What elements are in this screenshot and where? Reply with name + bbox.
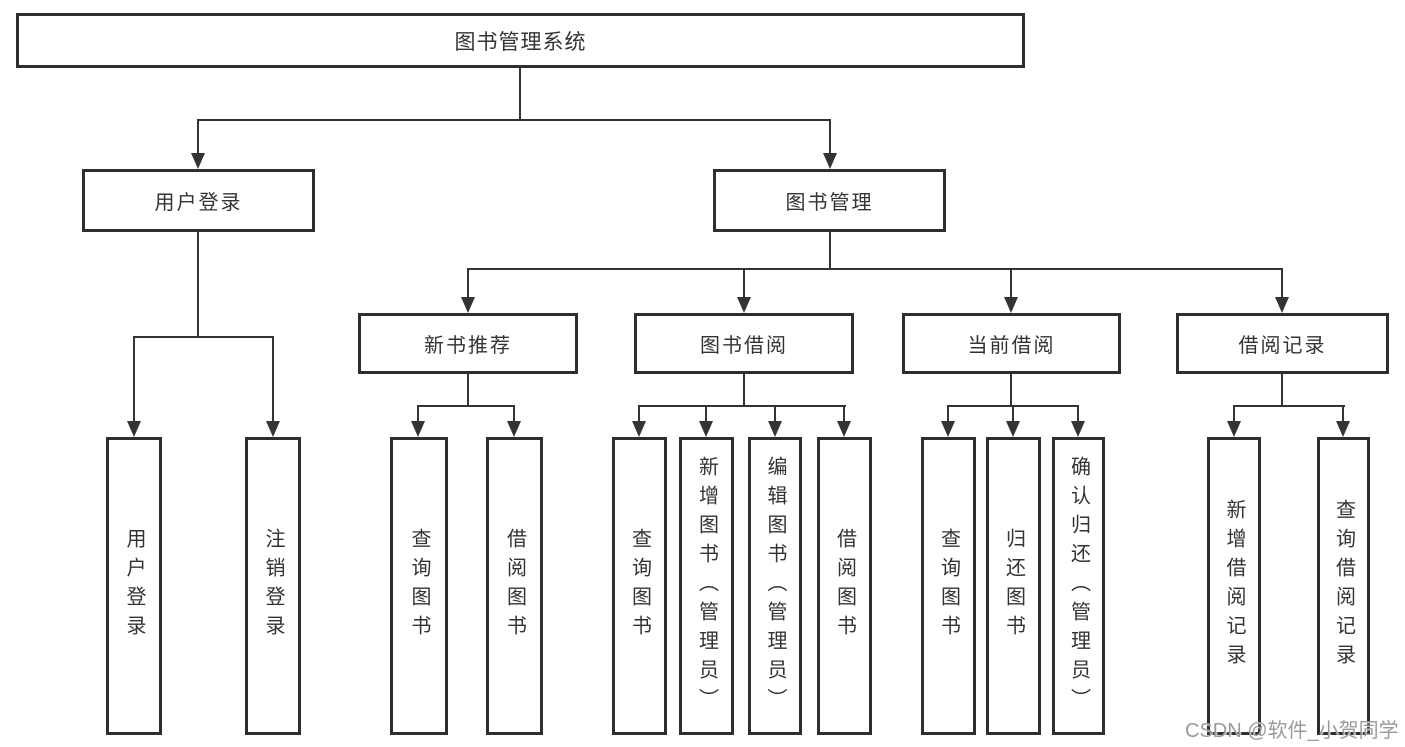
arrow-down-icon — [411, 421, 425, 437]
arrow-down-icon — [941, 421, 955, 437]
connector-vline — [843, 405, 845, 423]
leaf-label: 归还图书 — [1002, 528, 1025, 644]
node-new-book-recommendation: 新书推荐 — [358, 313, 578, 374]
connector-vline — [1012, 405, 1014, 423]
arrow-down-icon — [191, 153, 205, 169]
connector-hline — [638, 405, 846, 407]
connector-vline — [1281, 374, 1283, 407]
leaf-label: 注销登录 — [262, 528, 284, 644]
connector-vline — [947, 405, 949, 423]
arrow-down-icon — [1006, 421, 1020, 437]
leaf-label: 查询图书 — [408, 528, 430, 644]
arrow-down-icon — [1336, 421, 1350, 437]
connector-vline — [1342, 405, 1344, 423]
node-label: 图书管理系统 — [454, 30, 587, 54]
connector-vline — [197, 231, 199, 337]
connector-hline — [467, 268, 1283, 270]
csdn-watermark: CSDN @软件_小贺同学 — [1185, 720, 1399, 742]
leaf-return-books: 归还图书 — [986, 437, 1041, 735]
leaf-label: 查询图书 — [628, 528, 651, 644]
node-user-login: 用户登录 — [82, 169, 315, 232]
node-label: 借阅记录 — [1238, 335, 1327, 357]
connector-hline — [133, 336, 274, 338]
arrow-down-icon — [699, 421, 713, 437]
leaf-label: 编辑图书（管理员） — [764, 455, 786, 717]
connector-vline — [197, 119, 199, 155]
node-label: 图书借阅 — [700, 335, 788, 357]
connector-vline — [1233, 405, 1235, 423]
leaf-label: 借阅图书 — [503, 528, 526, 644]
node-label: 图书管理 — [785, 192, 874, 214]
arrow-down-icon — [1227, 421, 1241, 437]
node-borrowing-records: 借阅记录 — [1176, 313, 1389, 374]
leaf-query-borrow-record: 查询借阅记录 — [1317, 437, 1370, 735]
connector-hline — [1233, 405, 1345, 407]
leaf-label: 新增借阅记录 — [1223, 499, 1245, 673]
leaf-label: 查询借阅记录 — [1332, 499, 1355, 673]
leaf-borrow-books-borrowing: 借阅图书 — [817, 437, 872, 735]
arrow-down-icon — [1071, 421, 1085, 437]
connector-vline — [1010, 268, 1012, 299]
node-current-borrowing: 当前借阅 — [902, 313, 1121, 374]
node-label: 用户登录 — [154, 192, 243, 214]
connector-vline — [467, 374, 469, 407]
node-library-management-system: 图书管理系统 — [16, 13, 1025, 68]
connector-vline — [1281, 268, 1283, 299]
arrow-down-icon — [1004, 297, 1018, 313]
connector-hline — [197, 119, 831, 121]
connector-vline — [705, 405, 707, 423]
node-label: 新书推荐 — [424, 335, 512, 357]
leaf-add-borrow-record: 新增借阅记录 — [1207, 437, 1261, 735]
connector-vline — [513, 405, 515, 423]
leaf-query-books-borrowing: 查询图书 — [612, 437, 667, 735]
connector-vline — [743, 374, 745, 407]
arrow-down-icon — [823, 153, 837, 169]
arrow-down-icon — [1275, 297, 1289, 313]
arrow-down-icon — [632, 421, 646, 437]
leaf-label: 查询图书 — [937, 528, 960, 644]
arrow-down-icon — [266, 421, 280, 437]
connector-vline — [743, 268, 745, 299]
node-book-borrowing: 图书借阅 — [634, 313, 854, 374]
leaf-confirm-return-admin: 确认归还（管理员） — [1052, 437, 1105, 735]
leaf-user-login: 用户登录 — [106, 437, 162, 735]
leaf-label: 用户登录 — [123, 528, 145, 644]
leaf-label: 新增图书（管理员） — [695, 455, 718, 717]
connector-vline — [1010, 374, 1012, 407]
connector-vline — [1077, 405, 1079, 423]
leaf-logout: 注销登录 — [245, 437, 301, 735]
leaf-query-books-current: 查询图书 — [921, 437, 976, 735]
arrow-down-icon — [768, 421, 782, 437]
leaf-edit-book-admin: 编辑图书（管理员） — [748, 437, 802, 735]
arrow-down-icon — [507, 421, 521, 437]
connector-vline — [519, 68, 521, 120]
leaf-add-book-admin: 新增图书（管理员） — [679, 437, 734, 735]
connector-vline — [272, 336, 274, 423]
leaf-label: 借阅图书 — [833, 528, 856, 644]
connector-vline — [829, 231, 831, 270]
connector-vline — [467, 268, 469, 299]
connector-vline — [829, 119, 831, 155]
node-book-management: 图书管理 — [713, 169, 946, 232]
leaf-query-books-recommendation: 查询图书 — [390, 437, 448, 735]
arrow-down-icon — [127, 421, 141, 437]
connector-vline — [133, 336, 135, 423]
leaf-label: 确认归还（管理员） — [1067, 455, 1090, 717]
arrow-down-icon — [461, 297, 475, 313]
node-label: 当前借阅 — [967, 335, 1056, 357]
connector-hline — [417, 405, 515, 407]
connector-vline — [774, 405, 776, 423]
arrow-down-icon — [837, 421, 851, 437]
leaf-borrow-books-recommendation: 借阅图书 — [486, 437, 543, 735]
connector-vline — [638, 405, 640, 423]
connector-vline — [417, 405, 419, 423]
arrow-down-icon — [737, 297, 751, 313]
